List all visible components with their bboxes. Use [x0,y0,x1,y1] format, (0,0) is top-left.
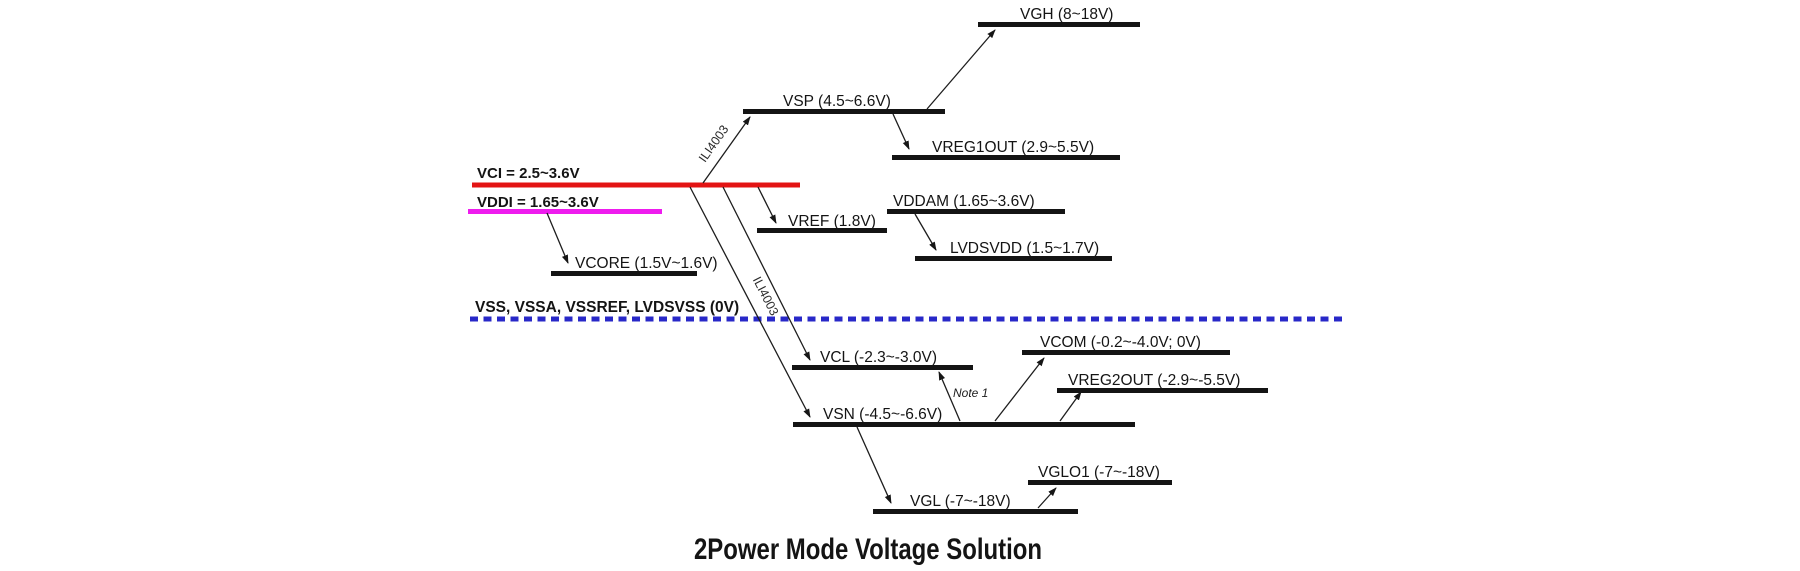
arrow-vsp-to-vreg1out [892,113,910,150]
vcl-rail-bar [792,365,973,370]
vcom-rail-label: VCOM (-0.2~-4.0V; 0V) [1040,334,1201,351]
vgh-rail-label: VGH (8~18V) [1020,6,1113,23]
vreg2out-rail-bar [1057,388,1268,393]
vreg1out-rail-label: VREG1OUT (2.9~5.5V) [932,139,1094,156]
arrow-vci-to-vref [757,186,777,224]
lvdsvdd-rail-bar [915,256,1112,261]
arrow-vsn-to-vcom [994,357,1045,422]
vgl-rail-bar [873,509,1078,514]
vddi-supply-label: VDDI = 1.65~3.6V [477,194,599,211]
vsp-rail-bar [743,109,945,114]
vcore-rail-bar [551,271,697,276]
lvdsvdd-rail-label: LVDSVDD (1.5~1.7V) [950,240,1099,257]
arrow-vsp-to-vgh [926,29,996,110]
ili4003-chip-label-upper: ILI4003 [696,123,731,165]
vgh-rail-bar [978,22,1140,27]
vref-rail-label: VREF (1.8V) [788,213,876,230]
vcore-rail-label: VCORE (1.5V~1.6V) [575,255,718,272]
arrow-vddi-to-vcore [546,212,569,264]
note1-annotation: Note 1 [953,386,988,400]
vsn-rail-label: VSN (-4.5~-6.6V) [823,406,942,423]
arrow-vci-to-vsp [702,116,751,184]
arrow-vddam-to-lvdsvdd [914,213,937,251]
vreg1out-rail-bar [892,155,1120,160]
vddam-rail-label: VDDAM (1.65~3.6V) [893,193,1035,210]
arrow-vgl-to-vglo1 [1037,487,1057,509]
vgl-rail-label: VGL (-7~-18V) [910,493,1011,510]
arrow-vsn-to-vreg2out [1059,391,1082,422]
vci-supply-label: VCI = 2.5~3.6V [477,165,580,182]
vcl-rail-label: VCL (-2.3~-3.0V) [820,349,937,366]
vcom-rail-bar [1022,350,1230,355]
arrow-vsn-to-vgl [856,426,892,504]
arrow-vsn-to-vcl-note1 [938,371,961,422]
arrow-vci-to-vcl [722,186,811,361]
diagram-title: 2Power Mode Voltage Solution [694,533,1042,566]
vreg2out-rail-label: VREG2OUT (-2.9~-5.5V) [1068,372,1240,389]
vglo1-rail-label: VGLO1 (-7~-18V) [1038,464,1160,481]
arrow-vci-to-vsn [689,186,811,418]
vddam-rail-bar [887,209,1065,214]
vglo1-rail-bar [1028,480,1172,485]
vsn-rail-bar [793,422,1135,427]
vsp-rail-label: VSP (4.5~6.6V) [783,93,891,110]
vss-ground-label: VSS, VSSA, VSSREF, LVDSVSS (0V) [475,299,739,316]
vref-rail-bar [757,228,887,233]
